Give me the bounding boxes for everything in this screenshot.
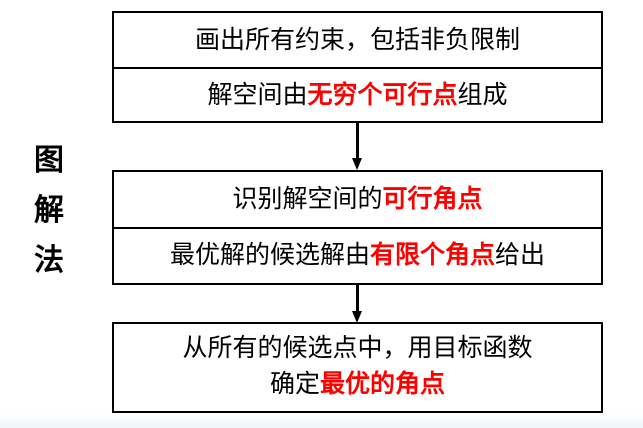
method-label: 图 解 法 [16,136,82,286]
row-text: 组成 [457,81,508,110]
bottom-edge-wash [0,414,643,428]
down-arrow-icon [352,121,363,171]
flow-step-row: 画出所有约束，包括非负限制 [114,13,601,67]
row-text: 确定 [269,369,320,398]
row-text-highlight: 可行角点 [382,185,483,214]
down-arrow-icon [352,283,363,324]
flow-step-row: 从所有的候选点中，用目标函数 确定最优的角点 [114,324,601,402]
row-line: 从所有的候选点中，用目标函数 [122,331,593,367]
arrow-shaft [356,121,359,160]
flow-step-row: 解空间由无穷个可行点组成 [114,67,601,122]
row-text-highlight: 无穷个可行点 [307,81,458,110]
row-text: 给出 [495,241,546,270]
arrow-head [352,311,362,323]
row-text: 从所有的候选点中，用目标函数 [182,334,533,362]
row-line: 确定最优的角点 [122,367,593,403]
flow-step-row: 最优解的候选解由有限个角点给出 [114,227,601,282]
method-label-char: 法 [34,244,64,277]
flow-step-box: 从所有的候选点中，用目标函数 确定最优的角点 [112,322,603,413]
method-label-char: 图 [34,144,64,177]
flow-step-row: 识别解空间的可行角点 [114,172,601,227]
flow-step-box: 画出所有约束，包括非负限制 解空间由无穷个可行点组成 [112,11,603,123]
row-text: 解空间由 [207,81,308,110]
row-text: 识别解空间的 [232,185,383,214]
row-text: 画出所有约束，包括非负限制 [194,25,520,54]
flow-step-box: 识别解空间的可行角点 最优解的候选解由有限个角点给出 [112,170,603,285]
row-text: 最优解的候选解由 [169,241,370,270]
method-label-char: 解 [34,194,64,227]
arrow-head [352,158,362,170]
row-text-highlight: 有限个角点 [369,241,495,270]
arrow-shaft [356,283,359,313]
row-text-highlight: 最优的角点 [320,369,446,398]
